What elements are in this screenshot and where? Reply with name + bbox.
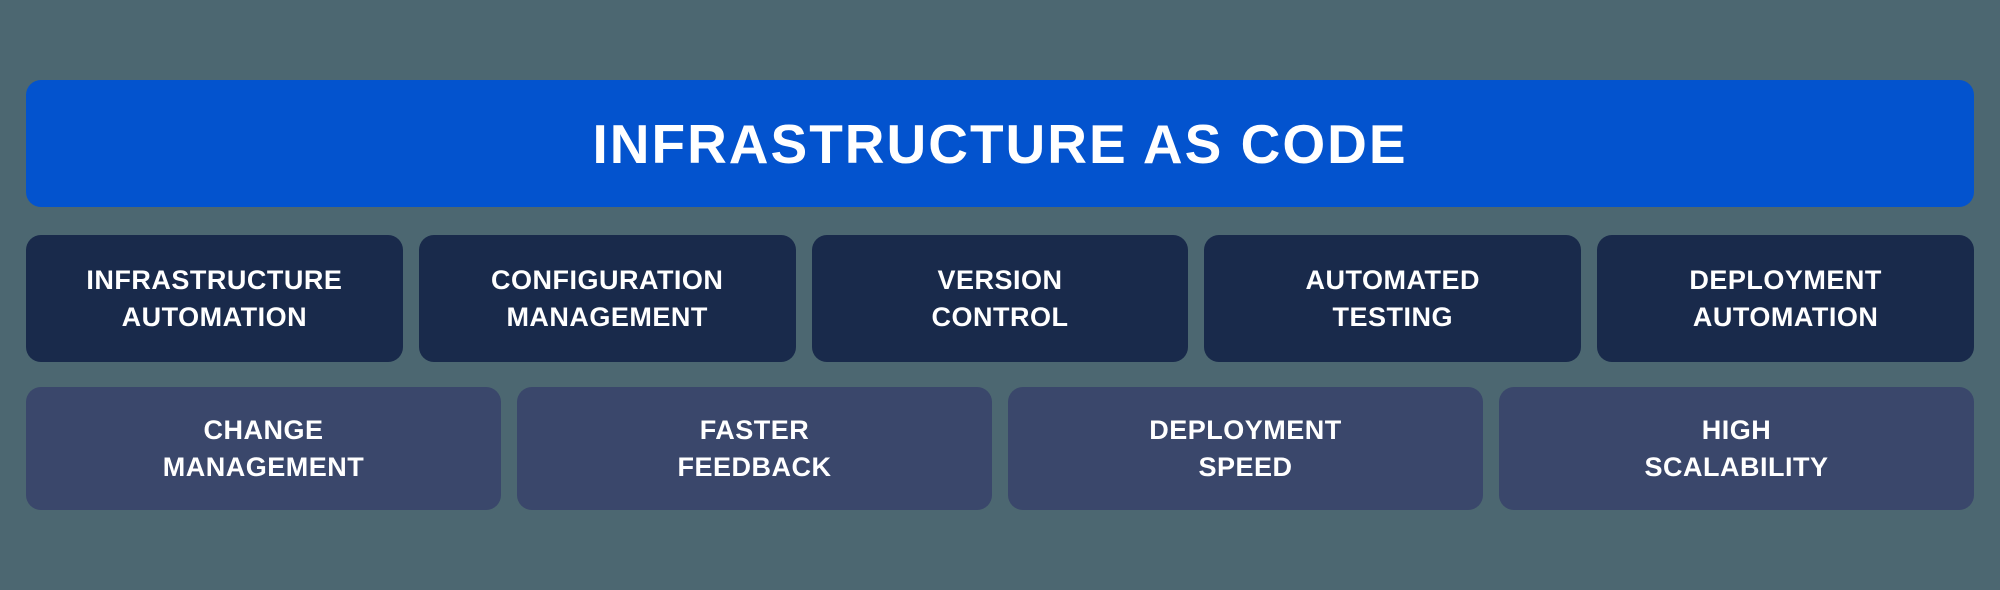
practice-label-line: CONFIGURATION [490,264,724,295]
benefit-box-deployment-speed: DEPLOYMENT SPEED [1008,387,1483,510]
benefit-box-change-management: CHANGE MANAGEMENT [26,387,501,510]
benefit-label-line: SPEED [1198,451,1293,482]
benefit-label-line: SCALABILITY [1644,451,1829,482]
practice-label-line: VERSION [937,264,1063,295]
benefit-box-faster-feedback: FASTER FEEDBACK [517,387,992,510]
title-banner: INFRASTRUCTURE AS CODE [26,80,1974,207]
benefit-label-line: HIGH [1701,414,1772,445]
practices-row: INFRASTRUCTURE AUTOMATION CONFIGURATION … [26,235,1974,362]
practice-box-automated-testing: AUTOMATED TESTING [1204,235,1582,362]
practice-label-line: DEPLOYMENT [1689,264,1882,295]
benefit-label-line: FEEDBACK [677,451,832,482]
practice-label-line: CONTROL [931,301,1069,332]
practice-label-line: MANAGEMENT [506,301,708,332]
practice-label-line: INFRASTRUCTURE [86,264,343,295]
practice-box-deployment-automation: DEPLOYMENT AUTOMATION [1597,235,1974,362]
practice-box-version-control: VERSION CONTROL [811,235,1189,362]
practice-label-line: AUTOMATION [121,301,308,332]
practice-label-line: AUTOMATION [1692,301,1879,332]
benefit-label-line: FASTER [699,414,810,445]
practice-box-infrastructure-automation: INFRASTRUCTURE AUTOMATION [26,235,403,362]
practice-box-configuration-management: CONFIGURATION MANAGEMENT [418,235,796,362]
benefit-box-high-scalability: HIGH SCALABILITY [1499,387,1974,510]
practice-label-line: AUTOMATED [1305,264,1481,295]
benefit-label-line: CHANGE [203,414,324,445]
benefits-row: CHANGE MANAGEMENT FASTER FEEDBACK DEPLOY… [26,387,1974,510]
diagram-title: INFRASTRUCTURE AS CODE [592,112,1408,175]
practice-label-line: TESTING [1332,301,1454,332]
benefit-label-line: MANAGEMENT [162,451,365,482]
benefit-label-line: DEPLOYMENT [1149,414,1342,445]
